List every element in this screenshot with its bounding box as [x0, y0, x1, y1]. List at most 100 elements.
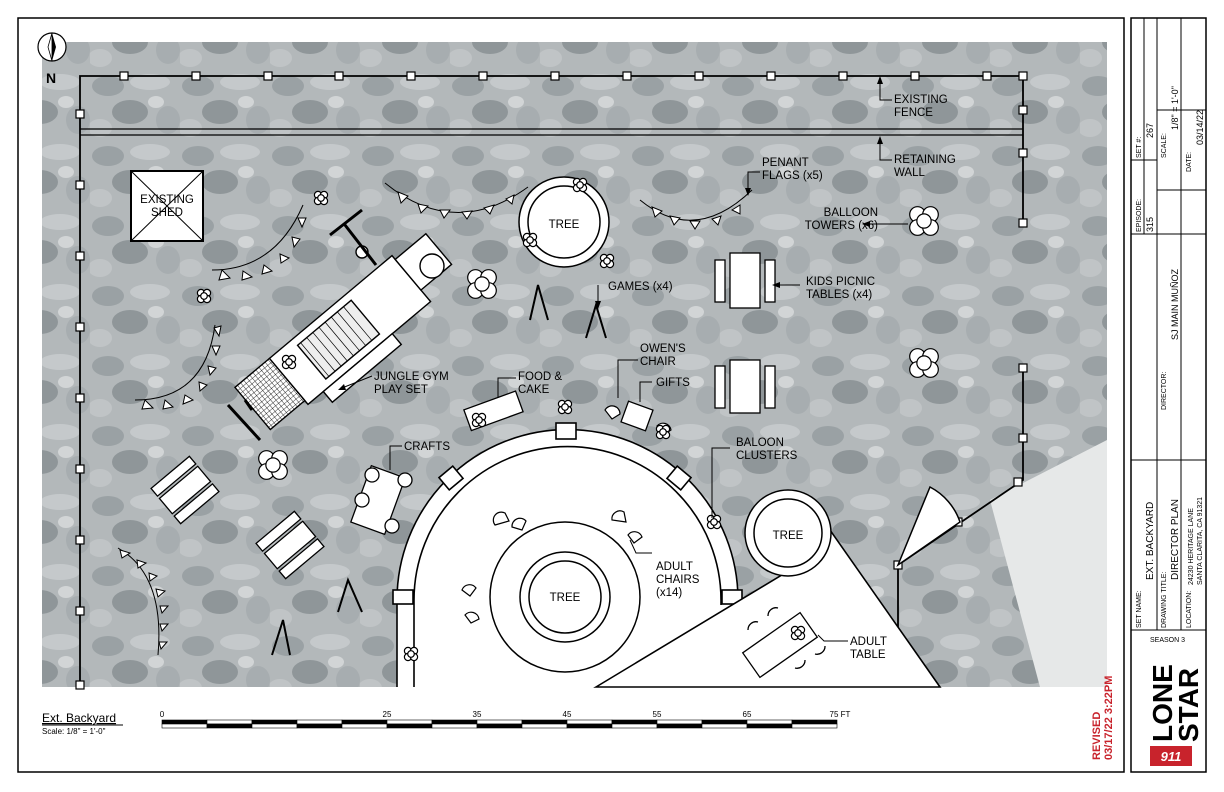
gifts-label: GIFTS — [656, 377, 690, 389]
episode-value: 315 — [1145, 217, 1155, 232]
balloon-icon — [522, 232, 538, 248]
scale-bar — [161, 719, 838, 729]
balloon-icon — [281, 354, 297, 370]
adult-table-label: ADULT — [850, 636, 887, 648]
scale-note: Scale: 1/8" = 1'-0" — [42, 727, 106, 736]
set-number: 267 — [1145, 123, 1155, 138]
retaining-wall-label: RETAINING — [894, 154, 956, 166]
drawing-title-label: DRAWING TITLE: — [1161, 572, 1168, 628]
revised-date: 03/17/22 3:22PM — [1103, 676, 1115, 760]
fence-post — [910, 71, 920, 81]
set-name: EXT. BACKYARD — [1145, 502, 1156, 580]
balloon-icon — [909, 206, 939, 236]
balloon-icon — [313, 190, 329, 206]
kids-picnic-tables — [150, 252, 776, 580]
revised-label: REVISED — [1091, 712, 1103, 760]
leader-lines — [341, 80, 908, 642]
flags-label: PENANT — [762, 157, 809, 169]
balloon-markers — [196, 177, 939, 662]
balloon-icon — [572, 177, 588, 193]
existing-shed — [130, 170, 204, 242]
adult-table-label-2: TABLE — [850, 649, 886, 661]
date-label: DATE: — [1186, 152, 1193, 172]
adult-chairs-label-2: CHAIRS — [656, 574, 700, 586]
fence-post — [75, 680, 85, 690]
scale-tick-45: 45 — [563, 710, 572, 719]
north-arrow-icon — [37, 32, 67, 62]
scale-tick-75: 75 FT — [830, 710, 851, 719]
season-label: SEASON 3 — [1150, 637, 1185, 644]
flags-label-2: FLAGS (x5) — [762, 170, 823, 182]
adult-chairs-label: ADULT — [656, 561, 693, 573]
fence-post — [1018, 105, 1028, 115]
balloon-icon — [258, 450, 288, 480]
tree-center-label: TREE — [550, 592, 581, 604]
location-line2: SANTA CLARITA, CA 91321 — [1197, 497, 1204, 585]
fence-post — [766, 71, 776, 81]
fence-post — [1018, 148, 1028, 158]
fence-post — [1018, 433, 1028, 443]
north-label: N — [46, 70, 56, 86]
fence-posts — [75, 71, 1028, 690]
crafts-label: CRAFTS — [404, 441, 450, 453]
set-number-label: SET #: — [1136, 137, 1143, 158]
lone-star-logo: LONE STAR 911 — [1147, 664, 1204, 766]
revised-stamp: REVISED 03/17/22 3:22PM — [1091, 676, 1115, 760]
shed-label: EXISTING — [140, 194, 194, 206]
fence-post — [75, 535, 85, 545]
logo-word-1: LONE — [1147, 664, 1178, 742]
location-label: LOCATION: — [1186, 591, 1193, 628]
balloon-icon — [467, 269, 497, 299]
tree-center — [489, 521, 641, 673]
logo-word-2: STAR — [1173, 668, 1204, 742]
fence-post — [75, 180, 85, 190]
baloon-clusters-label-2: CLUSTERS — [736, 450, 798, 462]
location-line1: 24230 HERITAGE LANE — [1188, 508, 1195, 585]
shed-label-2: SHED — [151, 207, 183, 219]
balloon-towers-label-2: TOWERS (x6) — [805, 220, 878, 232]
fence-post — [75, 606, 85, 616]
scale-tick-65: 65 — [743, 710, 752, 719]
fence-post — [75, 109, 85, 119]
balloon-icon — [557, 399, 573, 415]
scale-ticks: 0 25 35 45 55 65 75 FT — [160, 710, 851, 719]
balloon-icon — [909, 348, 939, 378]
drawing-title: DIRECTOR PLAN — [1170, 499, 1181, 580]
balloon-towers-label: BALLOON — [824, 207, 878, 219]
fence-post — [75, 464, 85, 474]
scale-value: 1/8" = 1'-0" — [1170, 86, 1180, 130]
svg-text:EXISTING: EXISTING — [140, 194, 194, 206]
director-value: SJ MAIN MUÑOZ — [1170, 268, 1180, 340]
fence-post — [263, 71, 273, 81]
balloon-icon — [655, 424, 671, 440]
owens-chair-label: OWEN'S — [640, 343, 686, 355]
scale-tick-55: 55 — [653, 710, 662, 719]
games — [271, 284, 607, 656]
kids-picnic-label-2: TABLES (x4) — [806, 289, 872, 301]
kids-picnic-label: KIDS PICNIC — [806, 276, 875, 288]
owens-chair-label-2: CHAIR — [640, 356, 676, 368]
fence-label-2: FENCE — [894, 107, 933, 119]
scale-tick-0: 0 — [160, 710, 165, 719]
scale-tick-25: 25 — [383, 710, 392, 719]
svg-text:FOOD &CAKE: FOOD &CAKE — [518, 371, 562, 396]
adult-chairs-label-3: (x14) — [656, 587, 682, 599]
title-block-text: EPISODE: 315 SET #: 267 SCALE: 1/8" = 1'… — [1136, 86, 1205, 644]
balloon-icon — [471, 412, 487, 428]
episode-label: EPISODE: — [1136, 199, 1143, 232]
scale-label: SCALE: — [1161, 133, 1168, 158]
tree-right-label: TREE — [773, 530, 804, 542]
pennant-flags — [117, 182, 753, 656]
adult-chairs — [461, 405, 672, 624]
jungle-gym-label-2: PLAY SET — [374, 384, 428, 396]
